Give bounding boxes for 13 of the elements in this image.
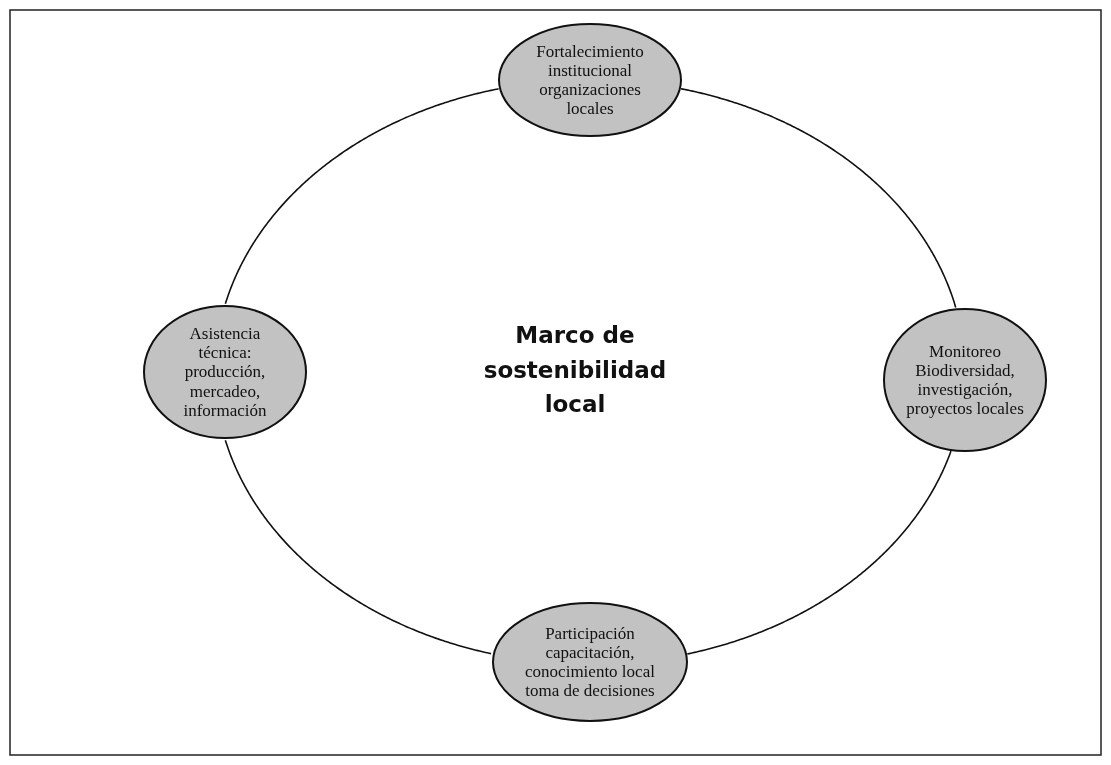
node-label: Participación capacitación, conocimiento local toma de decisiones (524, 623, 656, 701)
connector-arc (224, 439, 492, 655)
connector-arc (680, 87, 957, 309)
node-label: Monitoreo Biodiversidad, investigación, proyectos locales (905, 341, 1025, 419)
ellipse-node (492, 602, 688, 722)
node-label: Asistencia técnica: producción, mercadeo, información (182, 324, 268, 420)
node-label: Fortalecimiento institucional organizaciones locales (535, 41, 645, 119)
ellipse-node (498, 23, 682, 137)
ellipse-node (143, 305, 307, 439)
connector-arc (686, 450, 952, 655)
center-title: Marco de sostenibilidad local (482, 321, 668, 419)
ellipse-node (883, 308, 1047, 452)
connector-arc (224, 88, 500, 305)
